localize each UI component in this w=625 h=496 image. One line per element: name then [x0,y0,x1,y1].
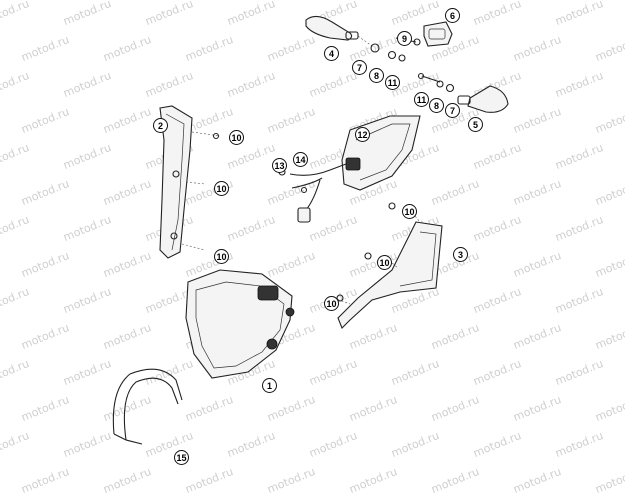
part-callout-11: 11 [414,92,429,107]
watermark-text: motod.ru [101,465,154,496]
part-callout-10: 10 [377,255,392,270]
part-callout-8: 8 [429,98,444,113]
part-4-turn-indicator-left [305,15,373,47]
part-callout-12: 12 [355,127,370,142]
part-2-side-panel [159,105,221,259]
part-callout-10: 10 [229,130,244,145]
part-callout-10: 10 [214,249,229,264]
part-callout-7: 7 [352,60,367,75]
part-callout-15: 15 [174,450,189,465]
part-12-tail-light [341,115,421,191]
part-callout-8: 8 [369,68,384,83]
part-callout-2: 2 [153,118,168,133]
part-callout-14: 14 [293,152,308,167]
part-callout-11: 11 [385,75,400,90]
part-15-headlight-bracket [112,368,183,445]
part-6-licence-plate-lamp [423,21,453,47]
part-callout-9: 9 [397,31,412,46]
washers-right [417,72,455,93]
watermark-text: motod.ru [183,465,236,496]
part-callout-7: 7 [445,103,460,118]
watermark-text: motod.ru [511,465,564,496]
part-5-turn-indicator-right [457,85,509,113]
watermark-text: motod.ru [593,465,625,496]
exploded-parts-diagram [112,15,509,445]
part-callout-6: 6 [445,8,460,23]
part-callout-5: 5 [468,117,483,132]
part-callout-10: 10 [324,296,339,311]
part-13-14-wiring-harness [278,163,347,223]
part-1-headlight-mask [185,269,295,379]
part-callout-3: 3 [453,247,468,262]
watermark-text: motod.ru [19,465,72,496]
part-callout-1: 1 [262,378,277,393]
part-callout-10: 10 [402,204,417,219]
watermark-text: motod.ru [347,465,400,496]
part-callout-10: 10 [214,181,229,196]
washers-left [370,43,406,62]
watermark-text: motod.ru [265,465,318,496]
part-callout-13: 13 [272,158,287,173]
part-callout-4: 4 [324,46,339,61]
watermark-text: motod.ru [429,465,482,496]
part-3-licence-plate-holder [333,209,443,329]
